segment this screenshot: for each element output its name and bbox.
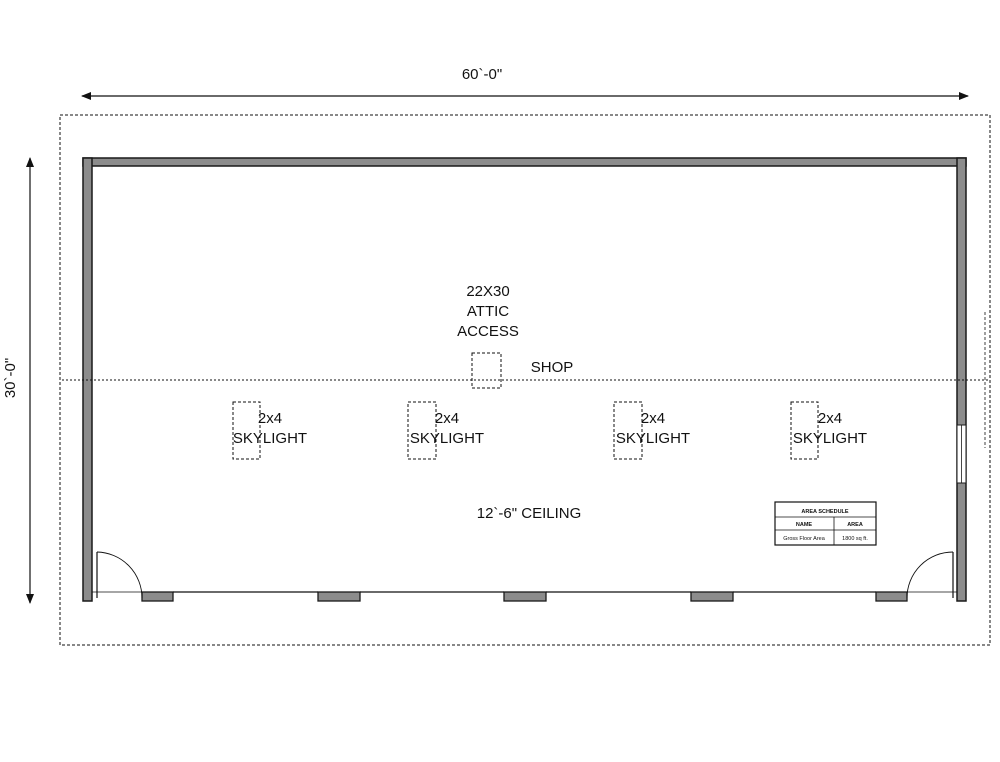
skylight-size: 2x4 bbox=[641, 410, 665, 427]
attic-access-label-2: ATTIC bbox=[467, 303, 509, 320]
skylight-size: 2x4 bbox=[258, 410, 282, 427]
area-schedule-table: AREA SCHEDULE NAME AREA Gross Floor Area… bbox=[774, 501, 877, 546]
site-boundary bbox=[59, 114, 991, 646]
attic-access-hatch bbox=[471, 352, 502, 389]
skylight-4: 2x4 SKYLIGHT bbox=[790, 401, 867, 460]
skylight-label: SKYLIGHT bbox=[233, 430, 307, 447]
skylight-2: 2x4 SKYLIGHT bbox=[407, 401, 484, 460]
skylight-size: 2x4 bbox=[818, 410, 842, 427]
side-window bbox=[956, 312, 986, 484]
exterior-walls bbox=[82, 157, 967, 602]
width-dimension-label: 60`-0" bbox=[462, 66, 502, 83]
area-schedule-header-name: NAME bbox=[796, 522, 813, 528]
attic-access-label-1: 22X30 bbox=[466, 283, 509, 300]
ceiling-height-label: 12`-6" CEILING bbox=[477, 505, 582, 522]
area-schedule-title: AREA SCHEDULE bbox=[801, 509, 848, 515]
skylight-label: SKYLIGHT bbox=[410, 430, 484, 447]
skylight-size: 2x4 bbox=[435, 410, 459, 427]
depth-dimension-label: 30`-0" bbox=[2, 358, 19, 398]
skylight-label: SKYLIGHT bbox=[793, 430, 867, 447]
skylight-3: 2x4 SKYLIGHT bbox=[613, 401, 690, 460]
room-name: SHOP bbox=[531, 359, 574, 376]
area-schedule-header-area: AREA bbox=[847, 522, 863, 528]
attic-access-label-3: ACCESS bbox=[457, 323, 519, 340]
skylight-1: 2x4 SKYLIGHT bbox=[232, 401, 307, 460]
door-left bbox=[96, 551, 143, 599]
area-schedule-cell-name: Gross Floor Area bbox=[783, 536, 826, 542]
door-right bbox=[906, 551, 954, 599]
area-schedule-cell-area: 1800 sq ft. bbox=[842, 536, 868, 542]
skylight-label: SKYLIGHT bbox=[616, 430, 690, 447]
